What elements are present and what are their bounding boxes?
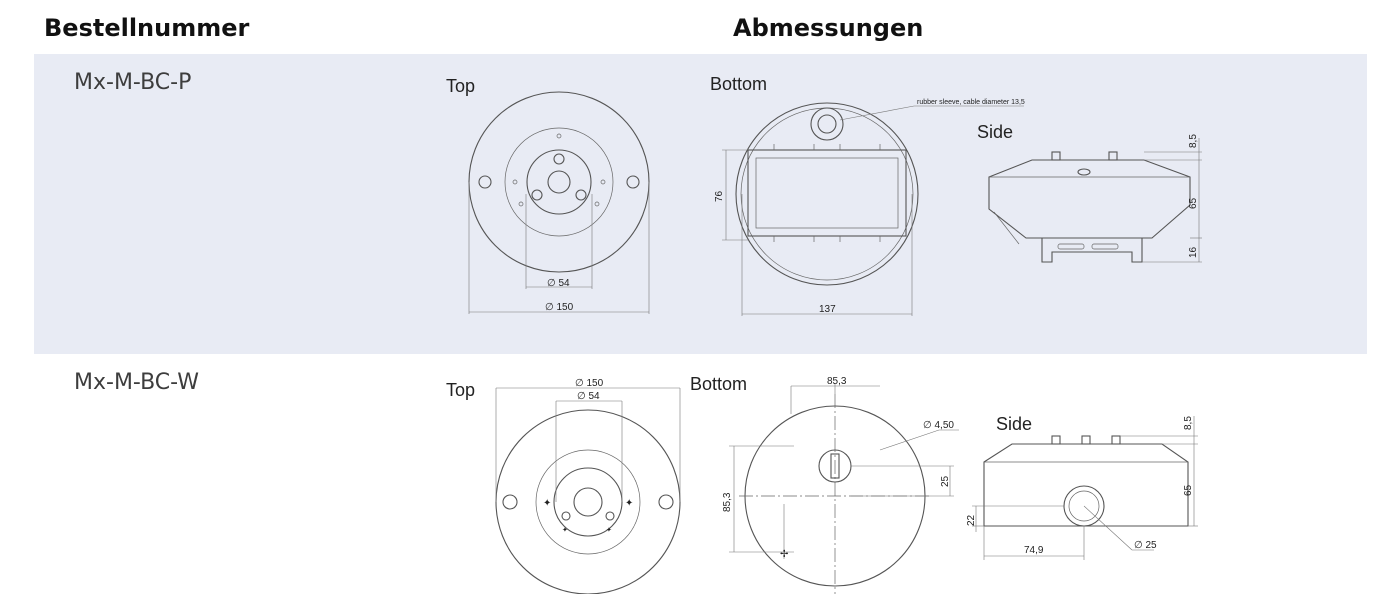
column-header-dimensions: Abmessungen	[733, 14, 924, 42]
side-view-label: Side	[977, 122, 1013, 142]
product-row-p: Mx-M-BC-P Top ∅ 54 ∅ 150 Bottom	[34, 54, 1367, 354]
dim-side-base: 16	[1188, 246, 1199, 258]
product-row-w: Mx-M-BC-W Top ✦ ✦ ✦ ✦ ∅ 150 ∅ 54 Bottom	[34, 354, 1367, 594]
dim-side-top: 8,5	[1183, 416, 1194, 430]
dim-inner-diameter: ∅ 54	[547, 278, 570, 289]
dim-side-body: 65	[1183, 484, 1194, 496]
dim-inner-diameter: ∅ 54	[577, 391, 600, 402]
top-outer-circle	[495, 409, 681, 594]
svg-text:✦: ✦	[606, 526, 612, 534]
bottom-view-label: Bottom	[710, 74, 767, 94]
dimension-drawing-p: Top ∅ 54 ∅ 150 Bottom	[446, 74, 1202, 316]
dim-width: 137	[819, 304, 836, 315]
dim-port-diameter: ∅ 25	[1134, 540, 1157, 551]
dim-side-body: 65	[1188, 197, 1199, 209]
dim-port-height: 22	[966, 514, 977, 526]
dim-height: 76	[714, 190, 725, 202]
dim-hole-diameter: ∅ 4,50	[923, 420, 954, 431]
top-view-label: Top	[446, 76, 475, 96]
dimension-drawing-w: Top ✦ ✦ ✦ ✦ ∅ 150 ∅ 54 Bottom 85,3	[446, 374, 1198, 594]
side-housing	[983, 443, 1189, 527]
dim-bottom-width: 85,3	[827, 376, 847, 387]
svg-text:✦: ✦	[562, 526, 568, 534]
bottom-outer-circle	[735, 102, 919, 286]
dim-outer-diameter: ∅ 150	[575, 378, 604, 389]
dim-outer-diameter: ∅ 150	[545, 302, 574, 313]
side-housing	[988, 159, 1191, 239]
top-view-label: Top	[446, 380, 475, 400]
svg-text:✢: ✢	[780, 549, 788, 560]
bottom-view-label: Bottom	[690, 374, 747, 394]
dim-bottom-height: 85,3	[722, 492, 733, 512]
dim-port-offset: 74,9	[1024, 545, 1044, 556]
top-outer-circle	[468, 91, 650, 273]
order-number: Mx-M-BC-P	[74, 70, 192, 95]
side-view-label: Side	[996, 414, 1032, 434]
dim-side-top: 8,5	[1188, 134, 1199, 148]
svg-text:✦: ✦	[543, 498, 551, 509]
dim-offset: 25	[940, 475, 951, 487]
column-header-order-number: Bestellnummer	[44, 14, 250, 42]
order-number: Mx-M-BC-W	[74, 370, 199, 395]
svg-text:✦: ✦	[625, 498, 633, 509]
note-rubber-sleeve: rubber sleeve, cable diameter 13,5	[917, 99, 1025, 106]
